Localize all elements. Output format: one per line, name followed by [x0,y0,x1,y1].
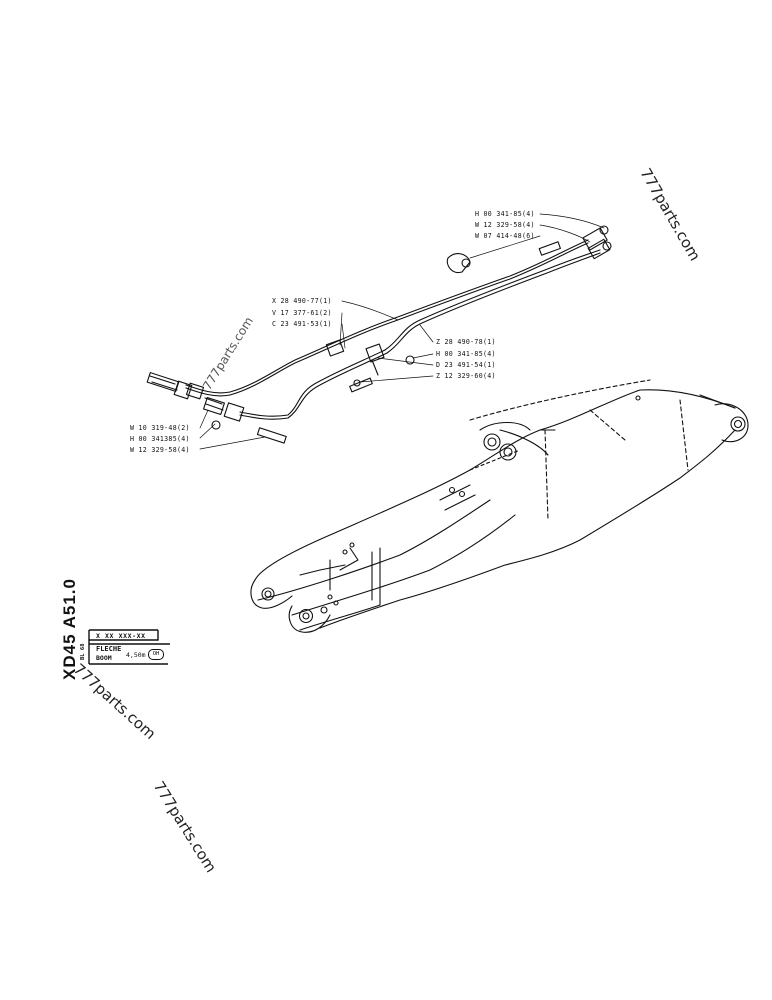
boom-arm [250,379,749,633]
part-name-en: BOOM [96,654,112,662]
pipe-set [146,225,612,444]
callout-label: D 23 491-54(1) [436,361,496,369]
callout-label: H 00 341-85(4) [436,350,496,358]
part-code: X XX XXX-XX [96,632,146,640]
callout-label: W 10 319-48(2) [130,424,190,432]
callout-label: X 28 490-77(1) [272,297,332,305]
callout-label: H 00 341385(4) [130,435,190,443]
part-name-fr: FLECHE [96,645,122,653]
callout-label: H 00 341-85(4) [475,210,535,218]
drawing-code: XD45 A51.0 [60,578,79,680]
callout-label: C 23 491-53(1) [272,320,332,328]
fold-mark: BL 68 [80,643,86,660]
callout-label: W 12 329-58(4) [130,446,190,454]
callout-label: W 07 414-48(6) [475,232,535,240]
callout-label: Z 28 490-78(1) [436,338,496,346]
callout-label: Z 12 329-60(4) [436,372,496,380]
boom-length: 4,50m [126,651,146,659]
callout-label: V 17 377-61(2) [272,309,332,317]
callout-label: W 12 329-58(4) [475,221,535,229]
title-block-frame [88,629,170,665]
oh-badge: OH [148,649,164,660]
leader-lines [199,213,605,450]
